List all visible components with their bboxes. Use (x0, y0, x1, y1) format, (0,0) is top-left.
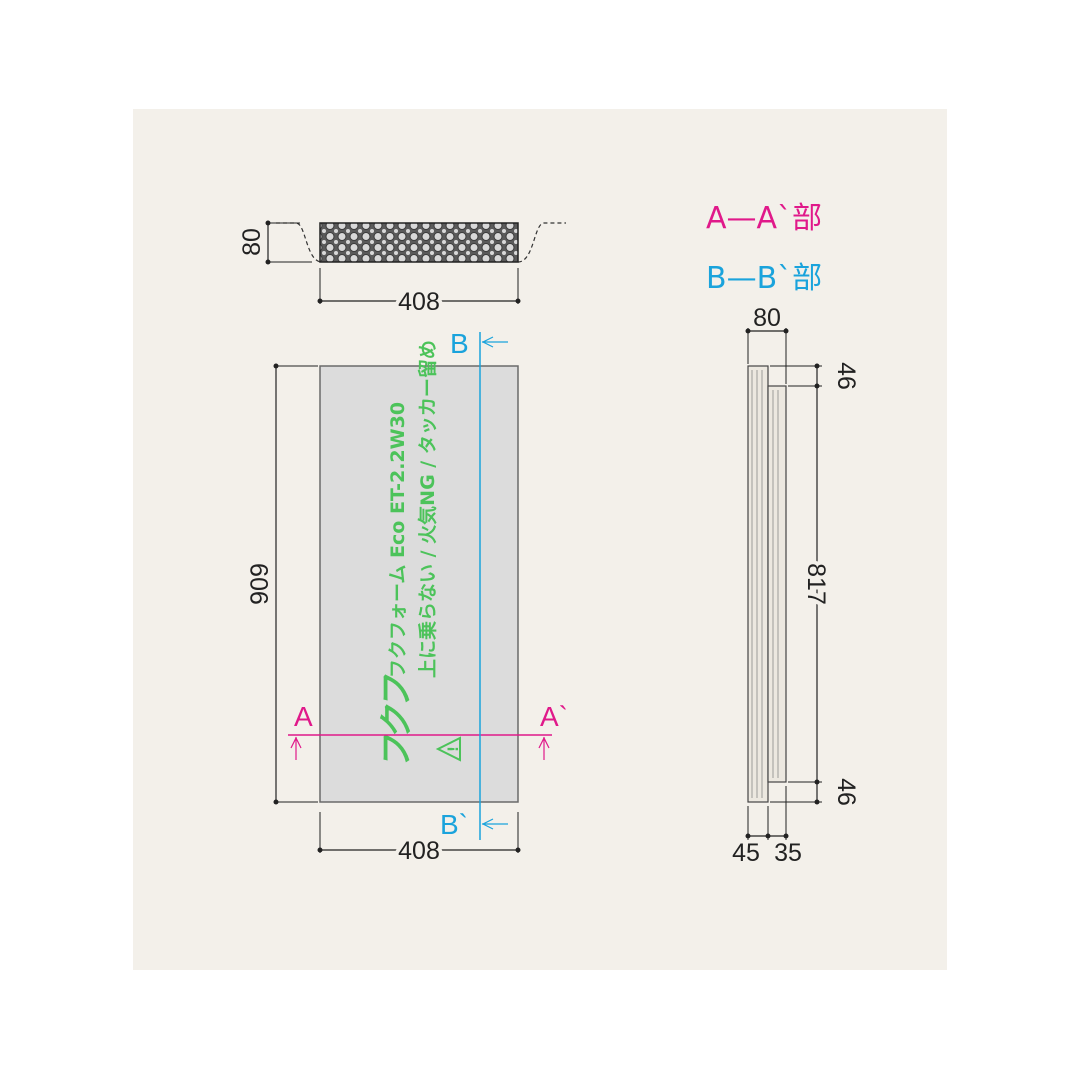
section-marker-a-prime: A` (540, 701, 568, 732)
warning-icon: ! (435, 736, 462, 762)
side-view: 80 46 817 46 45 35 (732, 304, 860, 867)
top-thickness-label: 80 (238, 228, 266, 256)
board-print-line2: 上に乗らない / 火気NG / タッカー留め (416, 340, 439, 678)
board-print: フクフ フクフォーム Eco ET-2.2W30 上に乗らない / 火気NG /… (377, 340, 462, 770)
side-bottom-right-label: 35 (774, 839, 802, 867)
section-marker-b: B (450, 328, 469, 359)
side-bottom-left-label: 45 (732, 839, 760, 867)
top-width-label: 408 (398, 288, 440, 316)
legend-section-a: A—A`部 (706, 201, 822, 236)
front-view: フクフ フクフォーム Eco ET-2.2W30 上に乗らない / 火気NG /… (242, 328, 568, 869)
side-thickness-label: 80 (753, 304, 781, 332)
side-bottom-step-label: 46 (832, 778, 860, 806)
svg-text:!: ! (446, 746, 462, 752)
front-height-label: 909 (246, 563, 274, 605)
side-profile-step (767, 385, 787, 783)
foam-cross-section (319, 222, 519, 263)
side-top-step-label: 46 (832, 362, 860, 390)
board-print-line1: フクフォーム Eco ET-2.2W30 (387, 402, 409, 678)
side-profile-main (747, 365, 769, 803)
board-logo: フクフ (377, 674, 417, 770)
side-middle-label: 817 (802, 563, 830, 605)
insulation-board (319, 365, 519, 803)
section-marker-b-prime: B` (440, 809, 468, 840)
section-marker-a: A (294, 701, 313, 732)
legend-section-b: B—B`部 (706, 261, 822, 296)
front-width-label: 408 (398, 837, 440, 865)
top-section-view: 80 408 (238, 220, 566, 320)
drawing-panel (133, 109, 947, 970)
